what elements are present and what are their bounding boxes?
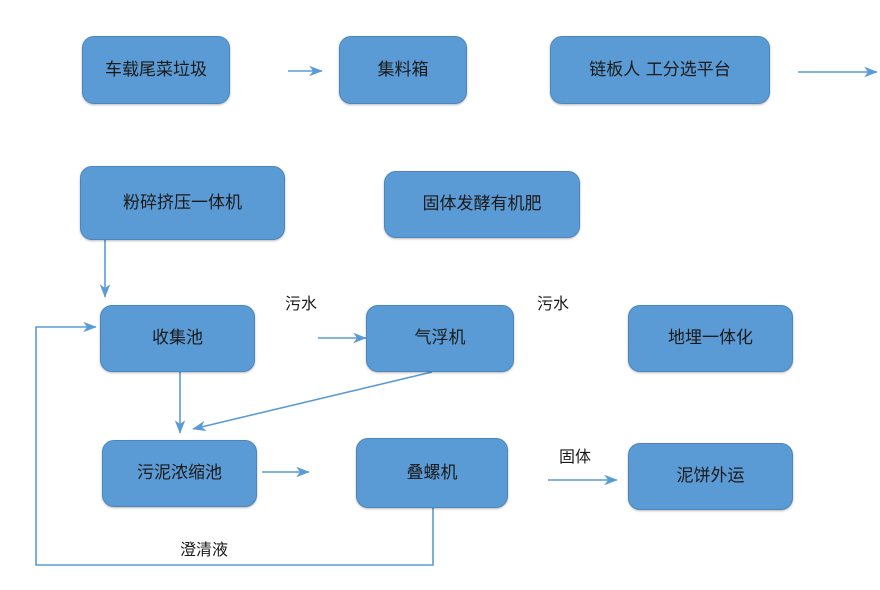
node-vehicle-vegetable-waste[interactable]: 车载尾菜垃圾 [82,36,230,104]
node-label: 地埋一体化 [668,328,753,349]
node-stacked-screw-press[interactable]: 叠螺机 [356,438,508,508]
node-label: 泥饼外运 [676,466,745,487]
node-mud-cake-transport[interactable]: 泥饼外运 [628,443,793,510]
edge-label-clarified-liquid: 澄清液 [180,540,229,559]
node-label: 气浮机 [414,328,466,349]
node-label: 收集池 [152,328,203,349]
edge-label-solid: 固体 [559,447,592,466]
node-label: 污泥浓缩池 [137,463,222,484]
edge-label-wastewater-2: 污水 [537,294,570,313]
node-air-flotation-machine[interactable]: 气浮机 [366,305,514,372]
node-label: 车载尾菜垃圾 [105,59,207,80]
edge-label-wastewater-1: 污水 [285,294,318,313]
node-label: 粉碎挤压一体机 [123,192,242,213]
node-buried-integrated-unit[interactable]: 地埋一体化 [628,305,793,372]
node-chain-plate-manual-sorting-platform[interactable]: 链板人 工分选平台 [550,36,770,104]
node-collection-bin[interactable]: 集料箱 [339,36,467,104]
node-label: 叠螺机 [406,462,458,483]
node-solid-fermented-organic-fertilizer[interactable]: 固体发酵有机肥 [384,171,580,238]
node-label: 链板人 工分选平台 [589,59,731,80]
node-label: 固体发酵有机肥 [422,194,542,215]
node-sludge-thickening-tank[interactable]: 污泥浓缩池 [102,440,257,507]
node-crushing-extruding-machine[interactable]: 粉碎挤压一体机 [80,166,285,240]
node-label: 集料箱 [377,59,429,80]
node-collection-tank[interactable]: 收集池 [100,305,255,372]
edge-n7-n9 [192,371,433,432]
